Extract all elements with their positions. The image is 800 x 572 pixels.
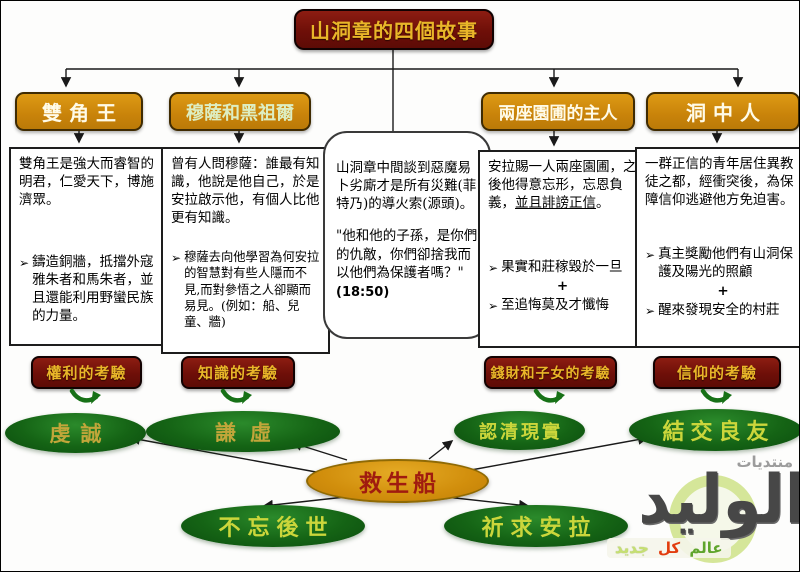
tagline-word: كل [658,539,681,557]
lesson-text: 認清現實 [479,421,563,443]
plus-sign: + [556,277,569,294]
header-garden-owners: 兩座園圃的主人 [481,92,635,131]
story-text-part: 。 [596,194,610,211]
note-paragraph: 山洞章中間談到惡魔易卜劣廝才是所有災難(菲特乃)的導火索(源頭)。 [336,159,477,213]
test-label-power: 權利的考驗 [31,356,142,389]
hub-ellipse-lifeboat: 救生船 [306,459,489,503]
plus-sign: + [717,282,729,299]
center-note-box: 山洞章中間談到惡魔易卜劣廝才是所有災難(菲特乃)的導火索(源頭)。 "他和他的子… [323,131,491,339]
test-label-text: 錢財和子女的考驗 [490,365,611,382]
bullet-item: ➢ 果實和莊稼毀於一旦 [488,259,637,277]
header-cave-people: 洞中人 [646,92,799,131]
lesson-ellipse-pray-to-allah: 祈求安拉 [444,505,628,547]
curve-down-arrow-icon [220,388,252,404]
bullet-item: ➢ 至追悔莫及才懺悔 [488,297,637,315]
quran-quote: "他和他的子孫，是你們的仇敵，你們卻捨我而以他們為保護者嗎？" (18:50) [336,227,480,301]
story-text-part: 安拉賜一人兩座園圃，之後他得意忘形，忘恩負義， [488,159,637,211]
bullet-item: ➢ 鑄造銅牆，抵擋外寇雅朱者和馬朱者，並且還能利用野蠻民族的力量。 [19,254,162,326]
story-text-underlined: 並且誹謗正信 [515,194,596,211]
curve-down-arrow-icon [700,388,732,404]
story-box-two-horned-king: 雙角王是強大而睿智的明君，仁愛天下，博施濟眾。 ➢ 鑄造銅牆，抵擋外寇雅朱者和馬… [9,147,170,346]
bullet-arrow-icon: ➢ [645,303,656,318]
test-label-knowledge: 知識的考驗 [181,356,295,389]
header-two-horned-king: 雙角王 [15,92,143,131]
test-label-wealth-children: 錢財和子女的考驗 [484,356,617,389]
lesson-ellipse-recognize-reality: 認清現實 [454,411,585,450]
story-text: 安拉賜一人兩座園圃，之後他得意忘形，忘恩負義，並且誹謗正信。 [488,159,637,213]
lesson-text: 不忘後世 [218,515,335,541]
header-label: 雙角王 [42,101,123,125]
story-text: 一群正信的青年居住異教徒之都，經衝突後，為保障信仰逃避他方免迫害。 [645,156,794,208]
lesson-ellipse-remember-hereafter: 不忘後世 [181,505,365,547]
lesson-text: 虔誠 [49,421,112,446]
bullet-arrow-icon: ➢ [645,247,656,262]
story-text: 雙角王是強大而睿智的明君，仁愛天下，博施濟眾。 [19,156,154,208]
watermark-logo-text: الوليد [638,460,800,539]
test-label-text: 權利的考驗 [46,364,127,382]
bullet-item: ➢ 真主獎勵他們有山洞保護及陽光的照顧 [645,245,799,282]
bullet-arrow-icon: ➢ [19,255,30,270]
quote-text: "他和他的子孫，是你們的仇敵，你們卻捨我而以他們為保護者嗎？" [336,228,478,282]
bullet-text: 鑄造銅牆，抵擋外寇雅朱者和馬朱者，並且還能利用野蠻民族的力量。 [32,253,154,324]
watermark-forums-text: منتديات [736,453,793,471]
tagline-word: عالم [689,539,723,557]
hub-text: 救生船 [359,470,440,497]
header-label: 兩座園圃的主人 [498,104,618,124]
lesson-ellipse-humility: 謙虛 [146,411,340,452]
bullet-arrow-icon: ➢ [488,260,499,275]
tagline-word: جديد [615,539,649,557]
lesson-text: 結交良友 [662,419,775,445]
bullet-text: 真主獎勵他們有山洞保護及陽光的照顧 [658,245,794,280]
title-box: 山洞章的四個故事 [294,9,494,50]
lesson-ellipse-piety: 虔誠 [5,413,146,453]
lesson-ellipse-good-friends: 結交良友 [629,409,799,451]
curve-down-arrow-icon [533,388,565,404]
story-box-musa-khidr: 曾有人問穆薩：誰最有知識，他說是他自己，於是安拉啟示他，有個人比他更有知識。 ➢… [161,147,330,354]
watermark-tagline: عالم كل جديد [607,538,731,558]
curve-down-arrow-icon [69,388,101,404]
bullet-text: 穆薩去向他學習為何安拉的智慧對有些人隱而不見,而對參悟之人卻顯而易見。(例如：船… [184,249,320,330]
story-box-cave-people: 一群正信的青年居住異教徒之都，經衝突後，為保障信仰逃避他方免迫害。 ➢ 真主獎勵… [635,147,799,348]
lesson-text: 謙虛 [215,419,285,445]
test-label-text: 信仰的考驗 [676,364,757,382]
header-musa-khidr: 穆薩和黑祖爾 [169,92,311,131]
page-title: 山洞章的四個故事 [310,19,478,43]
bullet-text: 果實和莊稼毀於一旦 [501,258,623,275]
story-box-garden-owners: 安拉賜一人兩座園圃，之後他得意忘形，忘恩負義，並且誹謗正信。 ➢ 果實和莊稼毀於… [478,150,645,348]
story-text: 曾有人問穆薩：誰最有知識，他說是他自己，於是安拉啟示他，有個人比他更有知識。 [171,156,320,226]
bullet-arrow-icon: ➢ [488,298,499,313]
bullet-text: 醒來發現安全的村莊 [658,301,780,318]
lesson-text: 祈求安拉 [481,515,598,541]
bullet-text: 至追悔莫及才懺悔 [501,296,610,313]
header-label: 洞中人 [686,101,767,125]
test-label-faith: 信仰的考驗 [653,356,781,389]
test-label-text: 知識的考驗 [197,364,278,382]
bullet-arrow-icon: ➢ [171,250,182,265]
bullet-item: ➢ 穆薩去向他學習為何安拉的智慧對有些人隱而不見,而對參悟之人卻顯而易見。(例如… [171,249,322,331]
bullet-item: ➢ 醒來發現安全的村莊 [645,301,799,320]
header-label: 穆薩和黑祖爾 [186,102,294,124]
verse-reference: (18:50) [336,284,390,300]
